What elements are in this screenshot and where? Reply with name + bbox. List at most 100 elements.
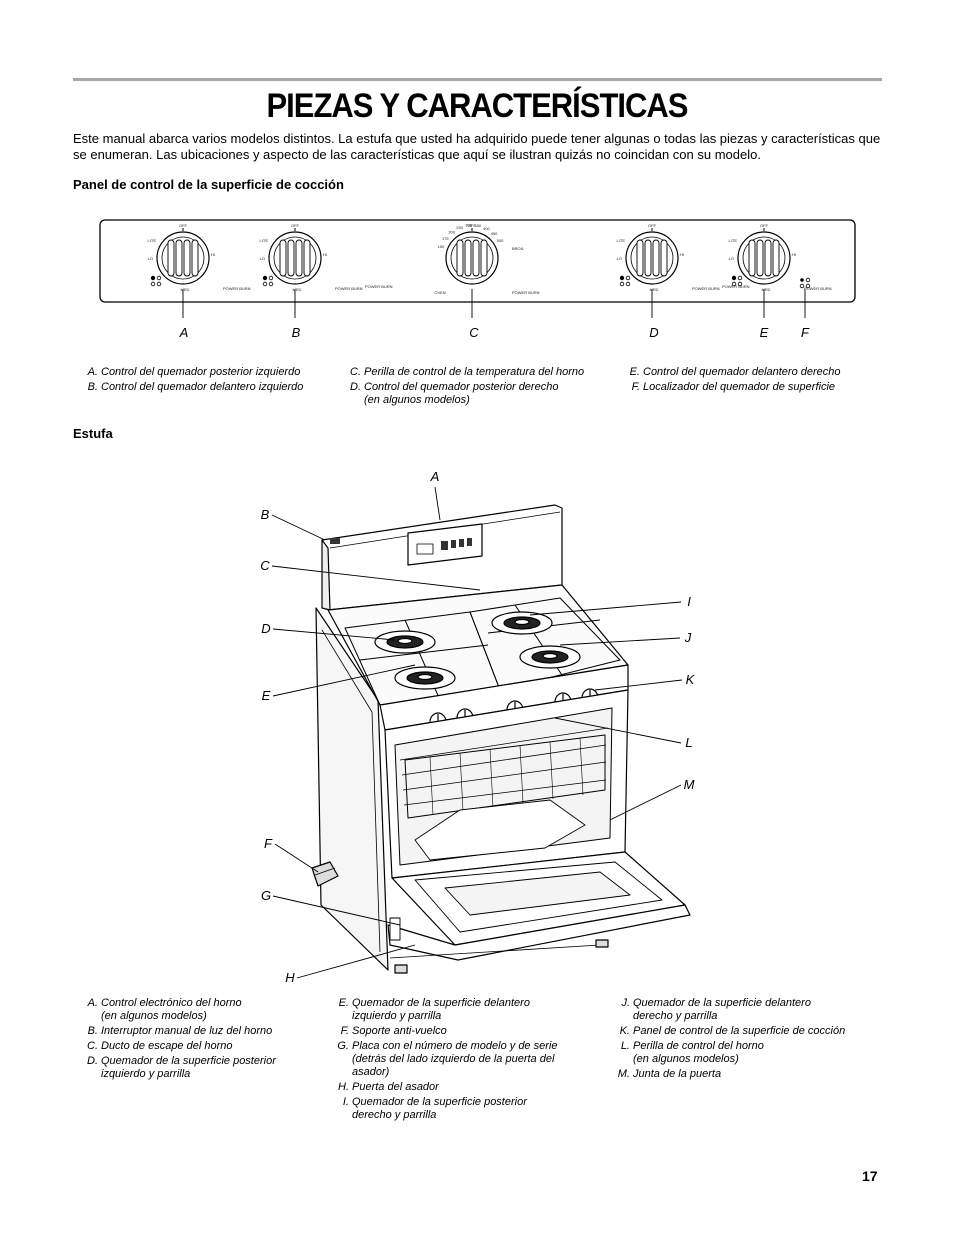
knob-off-label: OFF (291, 223, 300, 228)
panel-callout-e: E (760, 325, 769, 340)
range-leader-line (272, 664, 416, 697)
range-legend-col1: A.Control electrónico del horno (en algu… (84, 997, 276, 1083)
legend-item: B.Interruptor manual de luz del horno (87, 1025, 273, 1037)
oven-temp-tick: 500 (497, 238, 504, 243)
range-leader-line (274, 843, 319, 873)
panel-callout-a: A (179, 325, 189, 340)
range-callout-f: F (264, 836, 273, 851)
burner-locator-dot (268, 275, 274, 281)
panel-legend-col2: C.Perilla de control de la temperatura d… (347, 366, 584, 409)
knob-off-label: OFF (760, 223, 769, 228)
knob-lite-label: LITE (260, 238, 269, 243)
burner-locator-dot (619, 281, 625, 287)
range-callout-l: L (685, 735, 692, 750)
power-burn-label: POWER BURN (804, 286, 832, 291)
oven-temp-tick: 300 (465, 223, 472, 228)
oven-temp-tick: 400 (483, 226, 490, 231)
panel-callout-b: B (292, 325, 301, 340)
range-callout-a: A (430, 469, 440, 484)
knob-off-label: OFF (468, 223, 477, 228)
knob-lo-label: LO (260, 256, 265, 261)
knob-off-label: OFF (648, 223, 657, 228)
knob-lite-label: LITE (729, 238, 738, 243)
oven-temp-tick: 250 (456, 225, 463, 230)
range-legend-col2: E.Quemador de la superficie delantero iz… (335, 997, 557, 1124)
panel-legend-col1: A.Control del quemador posterior izquier… (84, 366, 304, 396)
burner-locator-dot (731, 281, 737, 287)
knob-med-label: MED (293, 287, 302, 292)
page-number: 17 (862, 1168, 878, 1184)
range-callout-c: C (260, 558, 270, 573)
knob-hi-label: HI (680, 252, 684, 257)
knob-hi-label: HI (323, 252, 327, 257)
legend-item: G.Placa con el número de modelo y de ser… (337, 1040, 558, 1078)
panel-heading: Panel de control de la superficie de coc… (73, 177, 344, 192)
burner-locator-dot (156, 281, 162, 287)
range-heading: Estufa (73, 426, 113, 441)
knob-off-label: OFF (179, 223, 188, 228)
legend-item: B.Control del quemador delantero izquier… (87, 381, 304, 393)
knob-lo-label: LO (148, 256, 153, 261)
legend-item: D.Quemador de la superficie posterior iz… (87, 1055, 276, 1080)
burner-locator-dot (731, 275, 737, 281)
oven-label: OVEN (434, 290, 445, 295)
legend-item: F.Localizador del quemador de superficie (631, 381, 836, 393)
burner-locator-dot (262, 275, 268, 281)
knob-lite-label: LITE (148, 238, 157, 243)
burner-locator-dot (156, 275, 162, 281)
knob-lo-label: LO (729, 256, 734, 261)
knob-lo-label: LO (617, 256, 622, 261)
burner-locator-dot (625, 281, 631, 287)
power-burn-label: POWER BURN (223, 286, 251, 291)
knob-med-label: MED (181, 287, 190, 292)
range-callout-h: H (285, 970, 295, 985)
burner-locator-dot (150, 281, 156, 287)
legend-item: F.Soporte anti-vuelco (340, 1025, 447, 1037)
burner-locator-dot (150, 275, 156, 281)
range-callout-i: I (687, 594, 691, 609)
panel-callout-d: D (649, 325, 658, 340)
burner-locator-dot (262, 281, 268, 287)
range-leader-line (296, 944, 416, 979)
legend-item: H.Puerta del asador (338, 1081, 439, 1093)
range-leader-line (554, 717, 682, 744)
range-leader-line (272, 895, 401, 926)
legend-item: J.Quemador de la superficie delantero de… (621, 997, 811, 1022)
page-title: PIEZAS Y CARACTERÍSTICAS (266, 85, 689, 126)
range-leader-line (434, 486, 441, 521)
range-leader-line (272, 628, 396, 641)
legend-item: E.Quemador de la superficie delantero iz… (338, 997, 530, 1022)
range-leader-line (609, 784, 682, 821)
knob-med-label: MED (650, 287, 659, 292)
header-rule (73, 78, 882, 81)
range-callout-m: M (684, 777, 695, 792)
legend-item: A.Control del quemador posterior izquier… (87, 366, 301, 378)
range-callout-j: J (684, 630, 692, 645)
oven-temp-tick: 350 (474, 223, 481, 228)
legend-item: K.Panel de control de la superficie de c… (619, 1025, 846, 1037)
knob-hi-label: HI (792, 252, 796, 257)
panel-callout-f: F (801, 325, 810, 340)
legend-item: D.Control del quemador posterior derecho… (350, 381, 559, 406)
range-leader-line (529, 601, 682, 616)
power-burn-label: POWER BURN (722, 284, 750, 289)
legend-item: C.Perilla de control de la temperatura d… (350, 366, 585, 378)
range-callout-g: G (261, 888, 271, 903)
range-leader-line (594, 679, 683, 691)
burner-locator-dot (619, 275, 625, 281)
range-callout-k: K (686, 672, 696, 687)
range-leader-line (271, 514, 326, 541)
power-burn-label: POWER BURN (692, 286, 720, 291)
power-burn-label: POWER BURN (512, 290, 540, 295)
range-callout-e: E (262, 688, 271, 703)
power-burn-label: POWER BURN (365, 284, 393, 289)
panel-legend-col3: E.Control del quemador delantero derecho… (626, 366, 841, 396)
legend-item: E.Control del quemador delantero derecho (629, 366, 841, 378)
range-leader-line (271, 565, 481, 591)
range-leader-line (559, 637, 681, 646)
